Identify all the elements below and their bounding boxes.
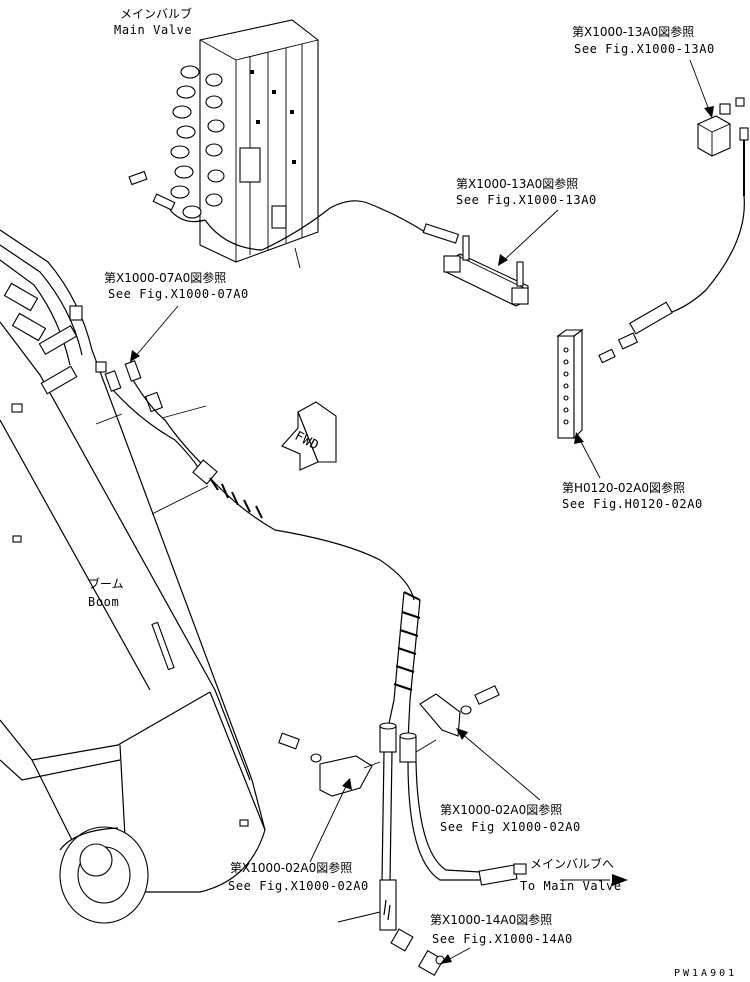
spiral-wrap-upper [192,459,263,519]
hose-boom-1 [112,389,201,471]
manifold-block [422,223,529,307]
boom-jp: ブーム [88,576,124,591]
hose-main-valve-to-right [204,200,426,251]
ref-h0120-02a0-jp: 第H0120-02A0図参照 [562,480,685,495]
leader-lines [95,59,714,964]
hose-lower-right [407,761,480,881]
hose-lower-left-b [389,751,393,881]
bottom-left-fitting [379,879,445,977]
to-main-valve-en: To Main Valve [520,879,622,893]
bracket-right [419,685,500,737]
boom-hose-fittings [104,360,164,413]
ref-x1000-02a0-right-jp: 第X1000-02A0図参照 [440,802,562,817]
ref-x1000-13a0-mid-en: See Fig.X1000-13A0 [456,193,597,207]
spiral-wrap-lower [393,591,421,701]
ref-x1000-13a0-top-en: See Fig.X1000-13A0 [574,42,715,56]
ref-x1000-02a0-left-en: See Fig.X1000-02A0 [228,879,369,893]
top-right-fitting [697,97,749,196]
to-main-valve-jp: メインバルブへ [530,856,614,871]
fwd-arrow: FWD [281,401,337,471]
hose-lower-left [381,751,385,881]
ref-x1000-14a0-en: See Fig.X1000-14A0 [432,932,573,946]
ref-h0120-02a0-en: See Fig.H0120-02A0 [562,497,703,511]
ref-x1000-07a0-jp: 第X1000-07A0図参照 [104,270,226,285]
hose-boom-2 [132,379,209,471]
boom-en: Boom [88,595,119,609]
mounting-bar [556,328,584,440]
labels: メインバルブ Main Valve 第X1000-13A0図参照 See Fig… [88,6,737,979]
ref-x1000-14a0-jp: 第X1000-14A0図参照 [430,912,552,927]
ref-x1000-07a0-en: See Fig.X1000-07A0 [108,287,249,301]
bottom-right-fitting [478,863,527,886]
ref-x1000-13a0-top-jp: 第X1000-13A0図参照 [572,24,694,39]
lower-clamps [379,722,417,763]
drawing-number: PW1A901 [674,968,737,979]
hose-boom-main [209,477,415,601]
boom-structure [0,229,266,924]
valve-fitting-left [128,170,176,211]
ref-x1000-13a0-mid-jp: 第X1000-13A0図参照 [456,176,578,191]
ref-x1000-02a0-right-en: See Fig X1000-02A0 [440,820,581,834]
main-valve-jp: メインバルブ [120,6,192,21]
hose-right-fitting [598,301,673,364]
main-valve [170,19,319,263]
ref-x1000-02a0-left-jp: 第X1000-02A0図参照 [230,860,352,875]
bracket-left [278,732,373,797]
boom-clamps [3,282,107,395]
hose-right-vertical [671,195,745,313]
valve-spools [170,65,287,229]
main-valve-en: Main Valve [114,23,192,37]
